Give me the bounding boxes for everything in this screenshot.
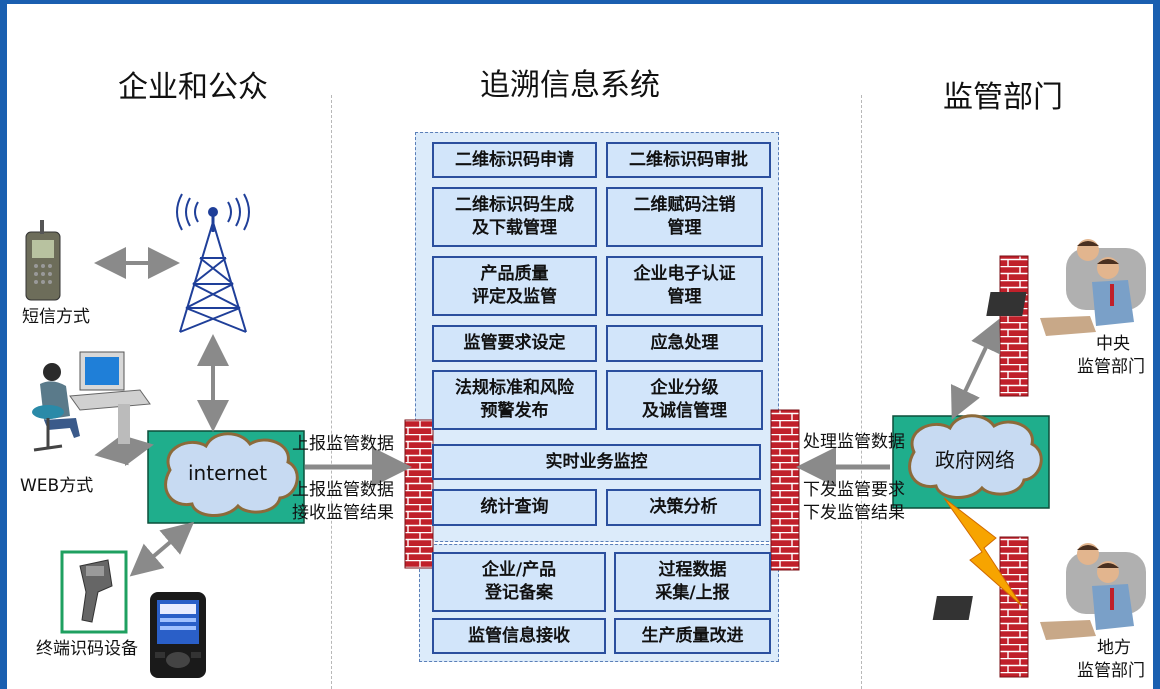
flow-right-lower-label-2: 下发监管结果 — [803, 503, 905, 523]
pda-device-icon — [150, 592, 206, 678]
flow-left-lower-label-1: 上报监管数据 — [292, 480, 394, 500]
local-regulator-people-icon — [932, 543, 1146, 640]
internet-cloud — [164, 432, 299, 517]
divider-right — [861, 95, 862, 689]
module-requirement-setting: 监管要求设定 — [432, 325, 597, 362]
gov-network-cloud — [908, 414, 1043, 499]
flow-right-lower-label-1: 下发监管要求 — [803, 480, 905, 500]
firewall-left-icon — [404, 419, 434, 569]
section-title-regulators: 监管部门 — [943, 80, 1063, 115]
section-title-enterprise: 企业和公众 — [118, 70, 268, 105]
module-regulation-risk-warning: 法规标准和风险 预警发布 — [432, 370, 597, 430]
module-emergency: 应急处理 — [606, 325, 763, 362]
module-process-data-collection: 过程数据 采集/上报 — [614, 552, 771, 612]
signal-tower-icon — [176, 193, 250, 333]
flow-right-upper-label: 处理监管数据 — [803, 432, 905, 452]
module-realtime-monitoring: 实时业务监控 — [432, 444, 761, 480]
module-info-receive: 监管信息接收 — [432, 618, 606, 654]
local-regulator-label-2: 监管部门 — [1077, 661, 1145, 681]
module-enterprise-certification: 企业电子认证 管理 — [606, 256, 763, 316]
module-qr-generate-download: 二维标识码生成 及下载管理 — [432, 187, 597, 247]
flow-left-upper-label: 上报监管数据 — [292, 434, 394, 454]
module-decision-analysis: 决策分析 — [606, 489, 761, 526]
module-quality-improvement: 生产质量改进 — [614, 618, 771, 654]
central-regulator-label-1: 中央 — [1096, 334, 1130, 354]
firewall-local-icon — [999, 536, 1029, 678]
central-regulator-people-icon — [986, 239, 1146, 336]
module-quality-evaluation: 产品质量 评定及监管 — [432, 256, 597, 316]
computer-user-icon — [32, 351, 151, 452]
module-enterprise-registration: 企业/产品 登记备案 — [432, 552, 606, 612]
module-stats-query: 统计查询 — [432, 489, 597, 526]
barcode-scanner-icon — [60, 550, 128, 634]
web-method-label: WEB方式 — [20, 476, 94, 496]
central-regulator-label-2: 监管部门 — [1077, 357, 1145, 377]
lightning-icon — [943, 497, 1023, 607]
divider-left — [331, 95, 332, 689]
terminal-device-label: 终端识码设备 — [36, 639, 138, 659]
section-title-trace-system: 追溯信息系统 — [480, 68, 660, 103]
firewall-center-right-icon — [770, 409, 800, 571]
module-qr-approve: 二维标识码审批 — [606, 142, 771, 178]
flow-left-lower-label-2: 接收监管结果 — [292, 503, 394, 523]
mobile-phone-icon — [25, 220, 61, 301]
module-qr-cancel: 二维赋码注销 管理 — [606, 187, 763, 247]
firewall-central-icon — [999, 255, 1029, 397]
local-regulator-label-1: 地方 — [1097, 638, 1131, 658]
sms-method-label: 短信方式 — [22, 307, 90, 327]
module-qr-apply: 二维标识码申请 — [432, 142, 597, 178]
internet-label: internet — [188, 461, 268, 485]
gov-network-label: 政府网络 — [935, 448, 1015, 472]
module-grading-credit: 企业分级 及诚信管理 — [606, 370, 763, 430]
